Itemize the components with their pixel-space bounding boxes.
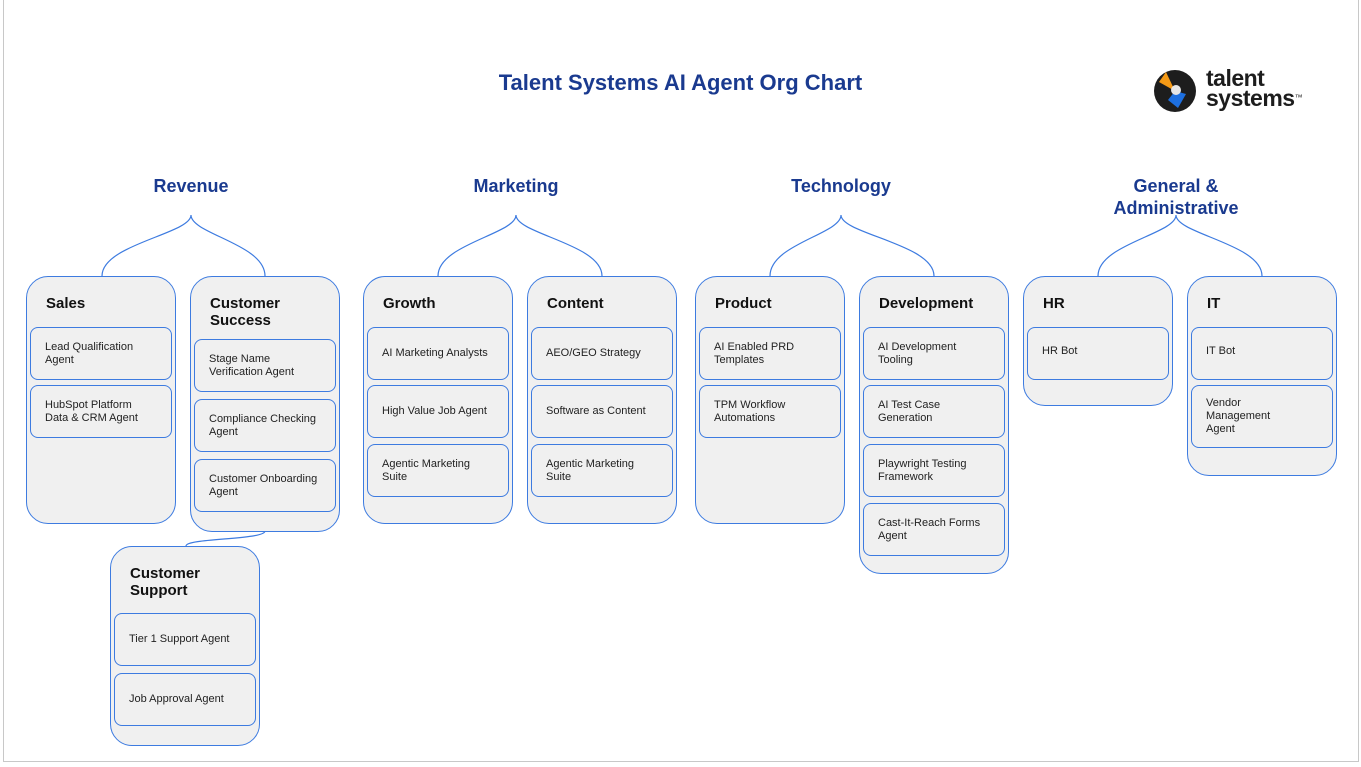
chart-title: Talent Systems AI Agent Org Chart (498, 70, 863, 95)
agent-card[interactable]: IT Bot (1191, 327, 1333, 380)
team-title: HR (1043, 295, 1065, 312)
agent-card[interactable]: AEO/GEO Strategy (531, 327, 673, 380)
team-content: Content AEO/GEO Strategy Software as Con… (527, 276, 677, 524)
team-sales: Sales Lead Qualification Agent HubSpot P… (26, 276, 176, 524)
team-it: IT IT Bot Vendor Management Agent (1187, 276, 1337, 476)
logo-line-2: systems (1206, 85, 1295, 111)
dept-revenue: Revenue (153, 176, 229, 196)
talent-systems-logo: talent systems™ (1150, 66, 1320, 116)
logo-wordmark: talent systems™ (1206, 65, 1303, 111)
team-growth: Growth AI Marketing Analysts High Value … (363, 276, 513, 524)
team-title: Content (547, 295, 604, 312)
agent-card[interactable]: Tier 1 Support Agent (114, 613, 256, 666)
dept-technology: Technology (791, 176, 891, 196)
logo-line-1: talent (1206, 65, 1265, 91)
ga-brace (1097, 214, 1263, 277)
slide-frame (3, 0, 1359, 762)
agent-card[interactable]: Stage Name Verification Agent (194, 339, 336, 392)
team-title: Development (879, 295, 974, 312)
agent-card[interactable]: HR Bot (1027, 327, 1169, 380)
revenue-brace (101, 214, 266, 277)
team-title: IT (1207, 295, 1221, 312)
team-title: Product (715, 295, 772, 312)
agent-card[interactable]: AI Enabled PRD Templates (699, 327, 841, 380)
team-customer-success: Customer Success Stage Name Verification… (190, 276, 340, 532)
team-customer-support: Customer Support Tier 1 Support Agent Jo… (110, 546, 260, 746)
agent-card[interactable]: Compliance Checking Agent (194, 399, 336, 452)
agent-card[interactable]: AI Marketing Analysts (367, 327, 509, 380)
logo-mark-icon (1154, 70, 1196, 112)
agent-card[interactable]: Vendor Management Agent (1191, 385, 1333, 448)
logo-trademark: ™ (1294, 93, 1303, 102)
agent-card[interactable]: Cast-It-Reach Forms Agent (863, 503, 1005, 556)
dept-marketing: Marketing (473, 176, 559, 196)
agent-card[interactable]: Customer Onboarding Agent (194, 459, 336, 512)
agent-card[interactable]: Agentic Marketing Suite (531, 444, 673, 497)
team-title: Growth (383, 295, 436, 312)
agent-card[interactable]: TPM Workflow Automations (699, 385, 841, 438)
team-development: Development AI Development Tooling AI Te… (859, 276, 1009, 574)
agent-card[interactable]: AI Development Tooling (863, 327, 1005, 380)
agent-card[interactable]: HubSpot Platform Data & CRM Agent (30, 385, 172, 438)
marketing-brace (437, 214, 603, 277)
dept-general-administrative: General & Administrative (1113, 176, 1239, 218)
team-product: Product AI Enabled PRD Templates TPM Wor… (695, 276, 845, 524)
agent-card[interactable]: Agentic Marketing Suite (367, 444, 509, 497)
team-title: Sales (46, 295, 86, 312)
agent-card[interactable]: Job Approval Agent (114, 673, 256, 726)
agent-card[interactable]: High Value Job Agent (367, 385, 509, 438)
agent-card[interactable]: Lead Qualification Agent (30, 327, 172, 380)
team-title: Customer Support (130, 565, 201, 599)
agent-card[interactable]: Software as Content (531, 385, 673, 438)
team-title: Customer Success (210, 295, 281, 329)
support-connector (185, 530, 266, 547)
agent-card[interactable]: Playwright Testing Framework (863, 444, 1005, 497)
team-hr: HR HR Bot (1023, 276, 1173, 406)
technology-brace (769, 214, 935, 277)
agent-card[interactable]: AI Test Case Generation (863, 385, 1005, 438)
